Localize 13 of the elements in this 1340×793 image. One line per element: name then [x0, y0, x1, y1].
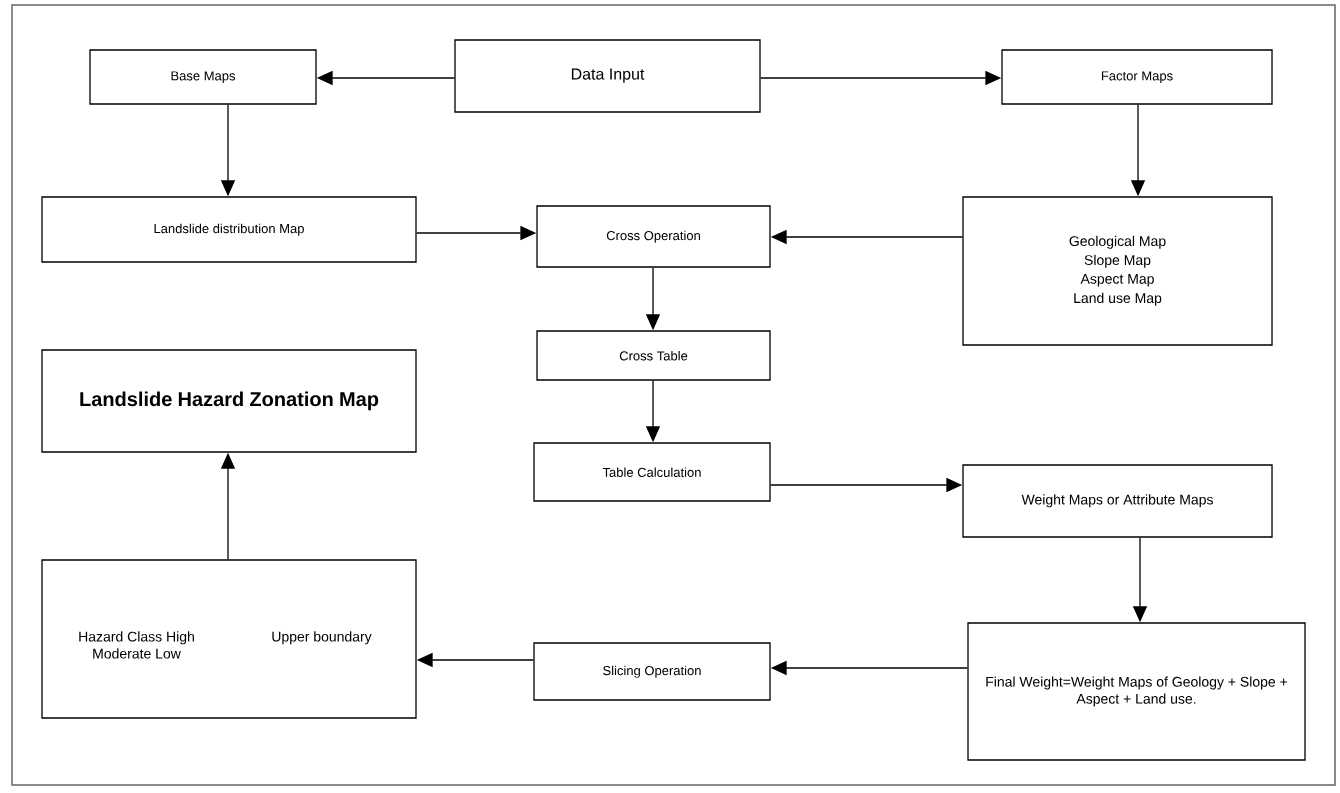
process-box: Cross Table — [536, 330, 771, 381]
title-box: Landslide Hazard Zonation Map — [41, 349, 417, 453]
process-box: Hazard Class High Moderate Low Upper boundary — [41, 559, 417, 719]
process-box: Weight Maps or Attribute Maps — [962, 464, 1273, 538]
process-box: Final Weight=Weight Maps of Geology + Slope + Aspect + Land use. — [967, 622, 1306, 761]
process-box: Factor Maps — [1001, 49, 1273, 105]
process-box: Data Input — [454, 39, 761, 113]
process-box: Slicing Operation — [533, 642, 771, 701]
process-box: Table Calculation — [533, 442, 771, 502]
process-box: Cross Operation — [536, 205, 771, 268]
process-box: Geological Map Slope Map Aspect Map Land use Map — [962, 196, 1273, 346]
process-box: Base Maps — [89, 49, 317, 105]
process-box: Landslide distribution Map — [41, 196, 417, 263]
